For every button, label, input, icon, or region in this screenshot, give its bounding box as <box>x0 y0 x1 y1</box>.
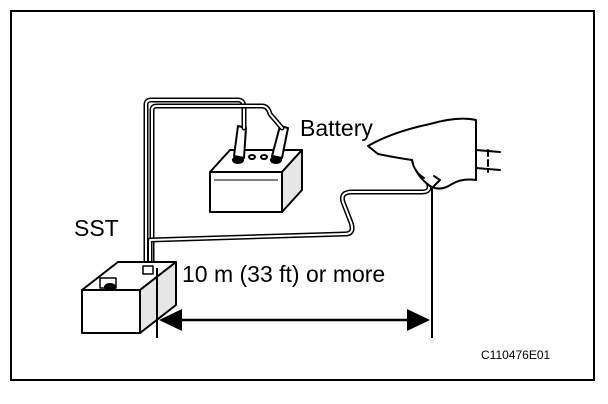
sst-device <box>81 261 177 334</box>
battery-label: Battery <box>300 115 373 141</box>
battery-illustration <box>209 125 303 213</box>
figure-code: C110476E01 <box>481 348 550 362</box>
dimension-arrow <box>159 309 430 331</box>
distance-label: 10 m (33 ft) or more <box>182 261 385 287</box>
sst-label: SST <box>74 215 119 241</box>
hand-illustration <box>367 117 501 190</box>
diagram-frame <box>10 10 595 381</box>
cable-lines <box>143 97 432 265</box>
